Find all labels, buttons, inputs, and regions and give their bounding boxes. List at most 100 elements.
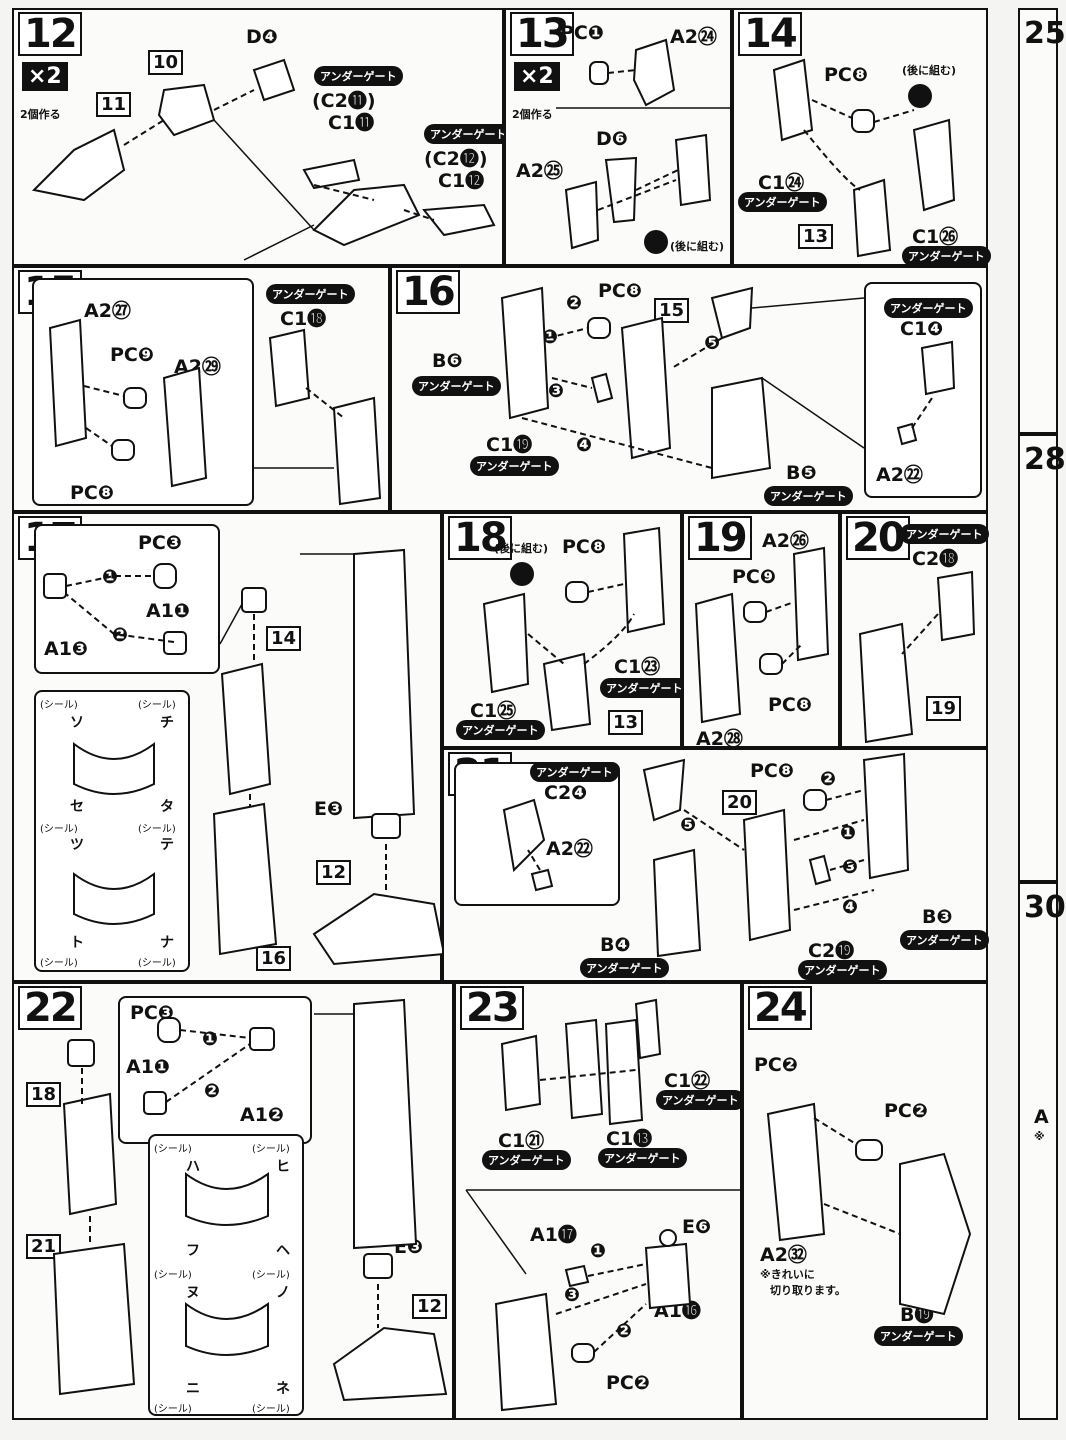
seal-label: (シール) xyxy=(138,824,176,835)
step-number: 23 xyxy=(460,986,524,1030)
part-label-pc1: PC❶ xyxy=(560,22,604,44)
part-label-a2-22: A2㉒ xyxy=(876,464,923,486)
sequence-marker: ❷ xyxy=(204,1080,221,1102)
sticker-so: ソ xyxy=(70,715,84,731)
sticker-se: セ xyxy=(70,799,84,815)
subassembly-box xyxy=(118,996,312,1144)
step-24-panel: 24 PC❷ PC❷ A2㉜ ※きれいに 切り取ります。 B⓳ アンダーゲート xyxy=(742,982,988,1420)
step-22-illustration xyxy=(52,998,448,1402)
sticker-he: ヘ xyxy=(276,1243,290,1259)
sequence-marker: ❷ xyxy=(616,1320,633,1342)
make-count-note: 2個作る xyxy=(20,108,61,121)
sticker-na: ナ xyxy=(160,935,174,951)
step-17-panel: 17 PC❸ A1❶ A1❸ ❶ ❷ 14 E❸ 12 16 (シール) (シー… xyxy=(12,512,446,982)
part-label-d4: D❹ xyxy=(246,26,278,48)
step-number: 24 xyxy=(748,986,812,1030)
subassembly-box xyxy=(864,282,982,498)
step-21-illustration xyxy=(502,752,910,958)
gate-badge: アンダーゲート xyxy=(656,1090,745,1110)
part-label-c2-4: C2❹ xyxy=(544,782,588,804)
step-21-panel: 21 アンダーゲート C2❹ A2㉒ PC❽ 20 B❸ アンダーゲート B❹ … xyxy=(442,748,989,982)
gate-badge: アンダーゲート xyxy=(470,456,559,476)
seal-label: (シール) xyxy=(252,1404,290,1415)
sticker-ha: ハ xyxy=(186,1159,200,1175)
step-number: 14 xyxy=(738,12,802,56)
sticker-to: ト xyxy=(70,935,84,951)
step-12-panel: 12 ×2 2個作る 11 10 D❹ アンダーゲート (C2⓫) C1⓫ アン… xyxy=(12,8,513,266)
step-18-illustration xyxy=(482,526,666,732)
sticker-ni: ニ xyxy=(186,1381,200,1397)
step-13-panel: 13 ×2 2個作る PC❶ A2㉔ D❻ A2㉕ (後に組む) xyxy=(504,8,734,266)
sticker-guide-box xyxy=(34,690,190,972)
multiplier-badge: ×2 xyxy=(514,62,560,91)
part-label-b3: B❸ xyxy=(922,906,953,928)
sequence-marker: ❶ xyxy=(590,1240,607,1262)
part-label-e3: E❸ xyxy=(314,798,344,820)
cut-note-line2: 切り取ります。 xyxy=(770,1284,846,1297)
step-14-illustration xyxy=(772,58,956,258)
part-label-pc2-b: PC❷ xyxy=(884,1100,928,1122)
part-label-c2-11: (C2⓫) xyxy=(312,90,376,112)
step-number: 19 xyxy=(688,516,752,560)
part-label-a1-17: A1⓱ xyxy=(530,1224,577,1246)
sequence-marker: ❹ xyxy=(576,434,593,456)
seal-label: (シール) xyxy=(252,1270,290,1281)
part-ref-11: 11 xyxy=(96,92,132,117)
part-label-a1-1: A1❶ xyxy=(126,1056,171,1078)
sticker-chi: チ xyxy=(160,715,174,731)
part-ref-12: 12 xyxy=(412,1294,448,1319)
edge-panel-top: 25 xyxy=(1018,8,1066,434)
part-ref-14: 14 xyxy=(266,626,302,651)
part-label-a1-3: A1❸ xyxy=(44,638,89,660)
part-label-a2-28: A2㉘ xyxy=(696,728,743,750)
part-label-a2-24: A2㉔ xyxy=(670,26,717,48)
part-ref-13: 13 xyxy=(608,710,644,735)
part-label-b6: B❻ xyxy=(432,350,463,372)
part-label-pc9: PC❾ xyxy=(732,566,776,588)
gate-badge: アンダーゲート xyxy=(874,1326,963,1346)
step-19-illustration xyxy=(694,546,830,724)
part-label-e6: E❻ xyxy=(682,1216,712,1238)
part-label-pc8: PC❽ xyxy=(824,64,868,86)
part-label-pc3: PC❸ xyxy=(138,532,182,554)
step-16-panel: 16 B❻ アンダーゲート PC❽ 15 C1⓳ アンダーゲート B❺ アンダー… xyxy=(390,266,988,512)
step-number: 12 xyxy=(18,12,82,56)
part-ref-12: 12 xyxy=(316,860,352,885)
sequence-marker: ❸ xyxy=(548,380,565,402)
gate-badge: アンダーゲート xyxy=(798,960,887,980)
assemble-later-note: (後に組む) xyxy=(670,240,725,253)
gate-badge: アンダーゲート xyxy=(482,1150,571,1170)
step-14-panel: 14 PC❽ (後に組む) C1㉔ アンダーゲート 13 C1㉖ アンダーゲート xyxy=(732,8,991,266)
part-label-a1-2: A1❷ xyxy=(240,1104,285,1126)
assemble-later-note: (後に組む) xyxy=(902,64,957,77)
gate-badge: アンダーゲート xyxy=(530,762,619,782)
part-label-pc2-a: PC❷ xyxy=(754,1054,798,1076)
sequence-marker: ❸ xyxy=(564,1284,581,1306)
seal-label: (シール) xyxy=(154,1144,192,1155)
sequence-marker: ❷ xyxy=(566,292,583,314)
step-17-illustration xyxy=(43,548,446,966)
sticker-guide-box xyxy=(148,1134,304,1416)
gate-badge: アンダーゲート xyxy=(424,124,513,144)
step-23-illustration xyxy=(465,998,744,1412)
gate-badge: アンダーゲート xyxy=(884,298,973,318)
part-ref-21: 21 xyxy=(26,1234,62,1259)
step-16-illustration xyxy=(500,286,956,480)
sequence-marker: ❹ xyxy=(842,896,859,918)
step-19-panel: 19 A2㉖ PC❾ PC❽ A2㉘ xyxy=(682,512,840,750)
part-label-a2-32: A2㉜ xyxy=(760,1244,807,1266)
part-label-c1-11: C1⓫ xyxy=(328,112,375,134)
gate-badge: アンダーゲート xyxy=(764,486,853,506)
part-label-pc8: PC❽ xyxy=(598,280,642,302)
part-label-pc9: PC❾ xyxy=(110,344,154,366)
step-15-illustration xyxy=(48,318,382,506)
gate-badge: アンダーゲート xyxy=(600,678,689,698)
sticker-te: テ xyxy=(160,837,174,853)
sticker-ne: ネ xyxy=(276,1381,290,1397)
gate-badge: アンダーゲート xyxy=(456,720,545,740)
gate-badge: アンダーゲート xyxy=(900,524,989,544)
part-label-a1-1: A1❶ xyxy=(146,600,191,622)
part-label-c1-13: C1⓭ xyxy=(606,1128,653,1150)
step-number: 18 xyxy=(448,516,512,560)
step-number-edge: 28 xyxy=(1024,442,1066,477)
